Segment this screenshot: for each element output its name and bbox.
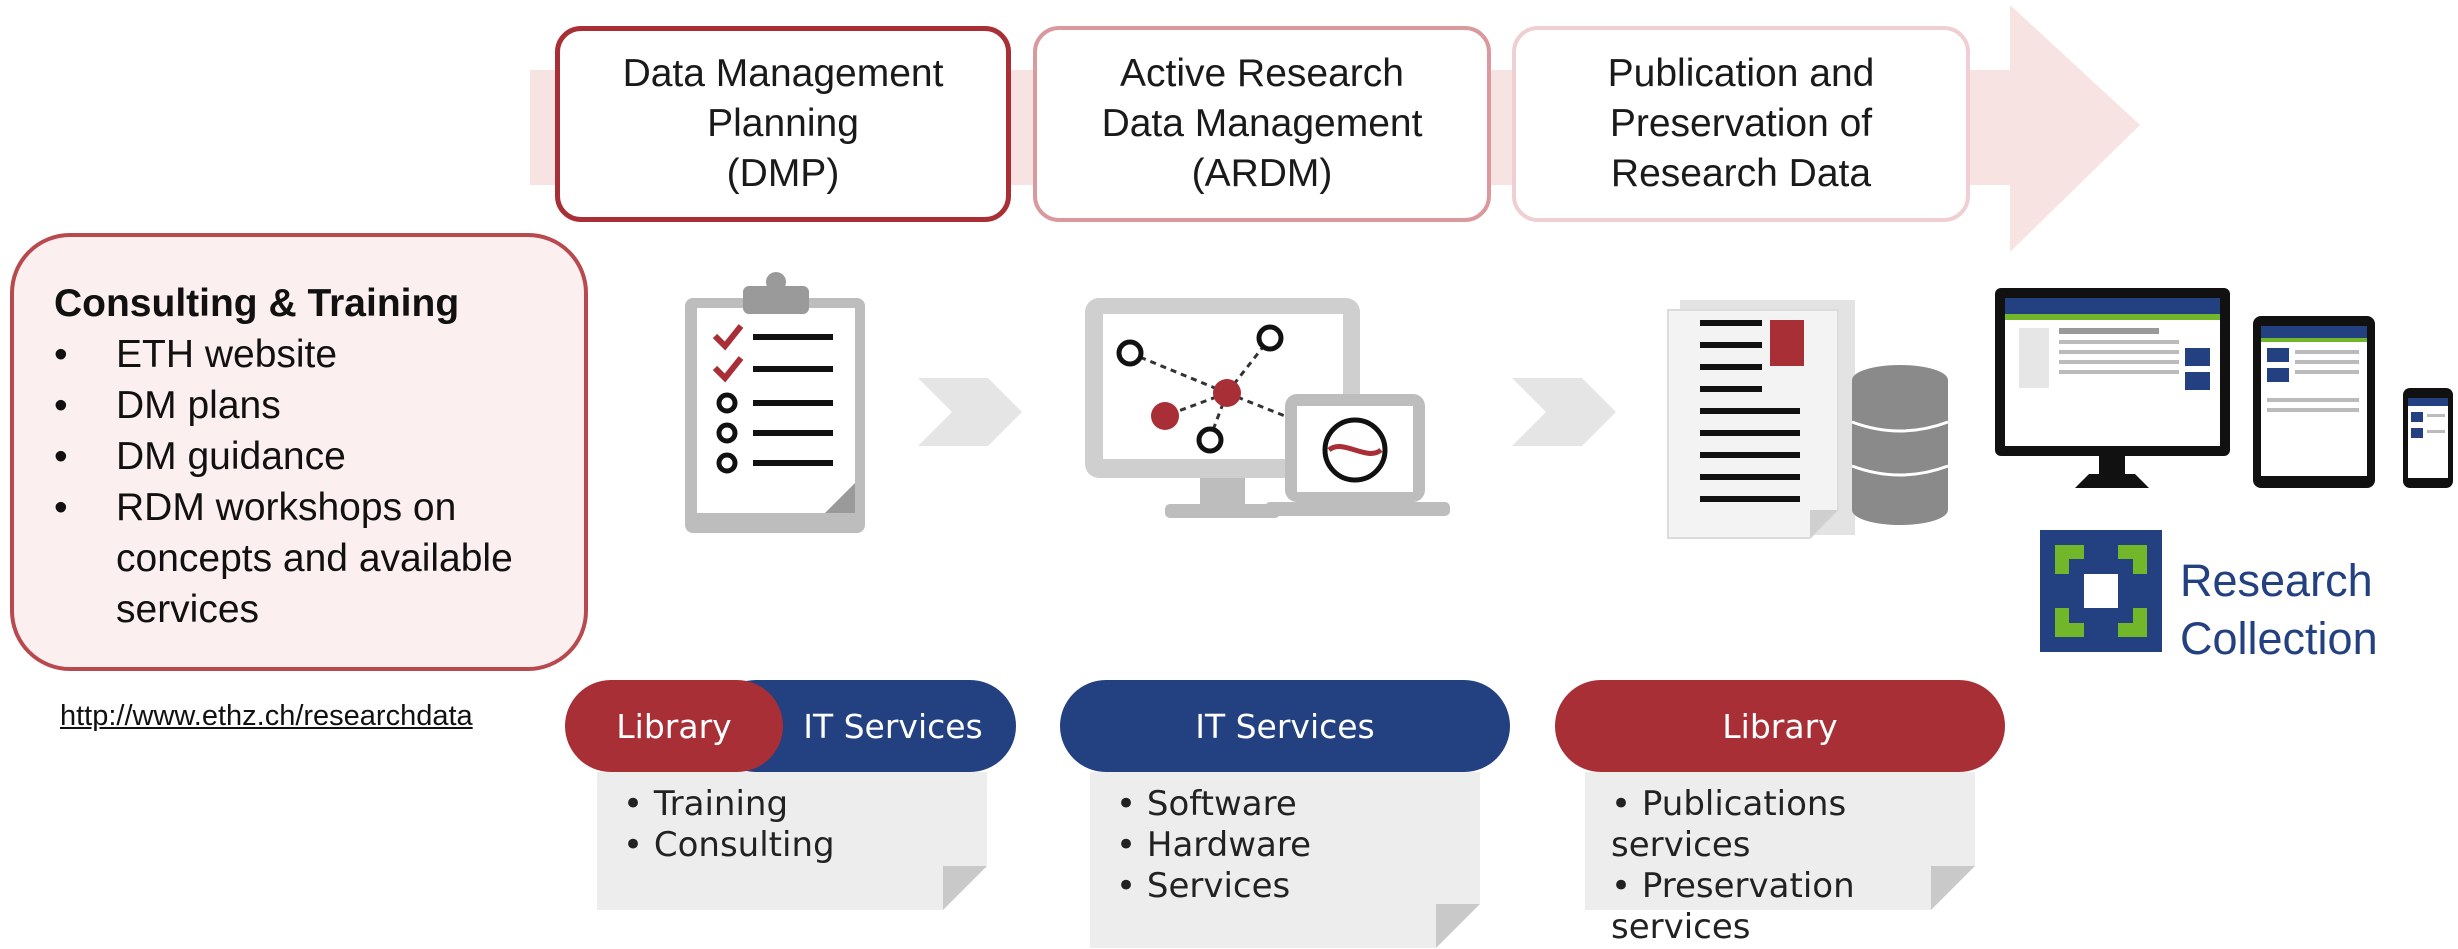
consulting-list: ETH website DM plans DM guidance RDM wor… xyxy=(54,329,564,635)
library-pill-publication: Library xyxy=(1555,680,2005,772)
research-collection-line2: Collection xyxy=(2180,613,2378,664)
services-card-publication: Publications services Preservation servi… xyxy=(1585,772,1975,947)
phase-publication-box: Publication and Preservation of Research… xyxy=(1512,26,1970,222)
research-collection-logo-icon xyxy=(2040,530,2162,652)
phase-dmp-box: Data Management Planning (DMP) xyxy=(555,26,1011,222)
devices-screenshot-icon xyxy=(1995,288,2453,488)
research-collection-line1: Research xyxy=(2180,555,2373,606)
chevron-right-icon xyxy=(1512,378,1616,446)
services-card-planning: Training Consulting xyxy=(597,772,987,910)
consulting-item: DM plans xyxy=(54,380,564,431)
service-item: Publications services xyxy=(1611,784,1975,866)
chevron-right-icon xyxy=(918,378,1022,446)
research-collection-name: Research Collection xyxy=(2180,552,2378,668)
consulting-item: DM guidance xyxy=(54,431,564,482)
service-item: Services xyxy=(1116,866,1480,907)
phase-dmp-label: Data Management Planning (DMP) xyxy=(622,52,944,195)
consulting-title: Consulting & Training xyxy=(54,282,460,325)
service-item: Hardware xyxy=(1116,825,1480,866)
computer-network-icon xyxy=(1085,298,1450,518)
library-pill-planning: Library xyxy=(565,680,783,772)
services-card-active: Software Hardware Services xyxy=(1090,772,1480,948)
consulting-item: ETH website xyxy=(54,329,564,380)
consulting-training-box: Consulting & Training ETH website DM pla… xyxy=(10,233,588,671)
page-fold xyxy=(1436,904,1480,948)
research-data-link[interactable]: http://www.ethz.ch/researchdata xyxy=(60,700,473,732)
service-item: Preservation services xyxy=(1611,866,1975,948)
service-item: Training xyxy=(623,784,987,825)
page-fold xyxy=(943,866,987,910)
service-item: Software xyxy=(1116,784,1480,825)
phase-ardm-box: Active Research Data Management (ARDM) xyxy=(1033,26,1491,222)
clipboard-checklist-icon xyxy=(685,272,865,533)
page-fold xyxy=(1931,866,1975,910)
it-services-pill-active: IT Services xyxy=(1060,680,1510,772)
service-item: Consulting xyxy=(623,825,987,866)
phase-publication-label: Publication and Preservation of Research… xyxy=(1607,52,1875,195)
consulting-item: RDM workshops on concepts and available … xyxy=(54,482,564,635)
phase-ardm-label: Active Research Data Management (ARDM) xyxy=(1101,52,1423,195)
document-database-icon xyxy=(1667,300,1949,539)
